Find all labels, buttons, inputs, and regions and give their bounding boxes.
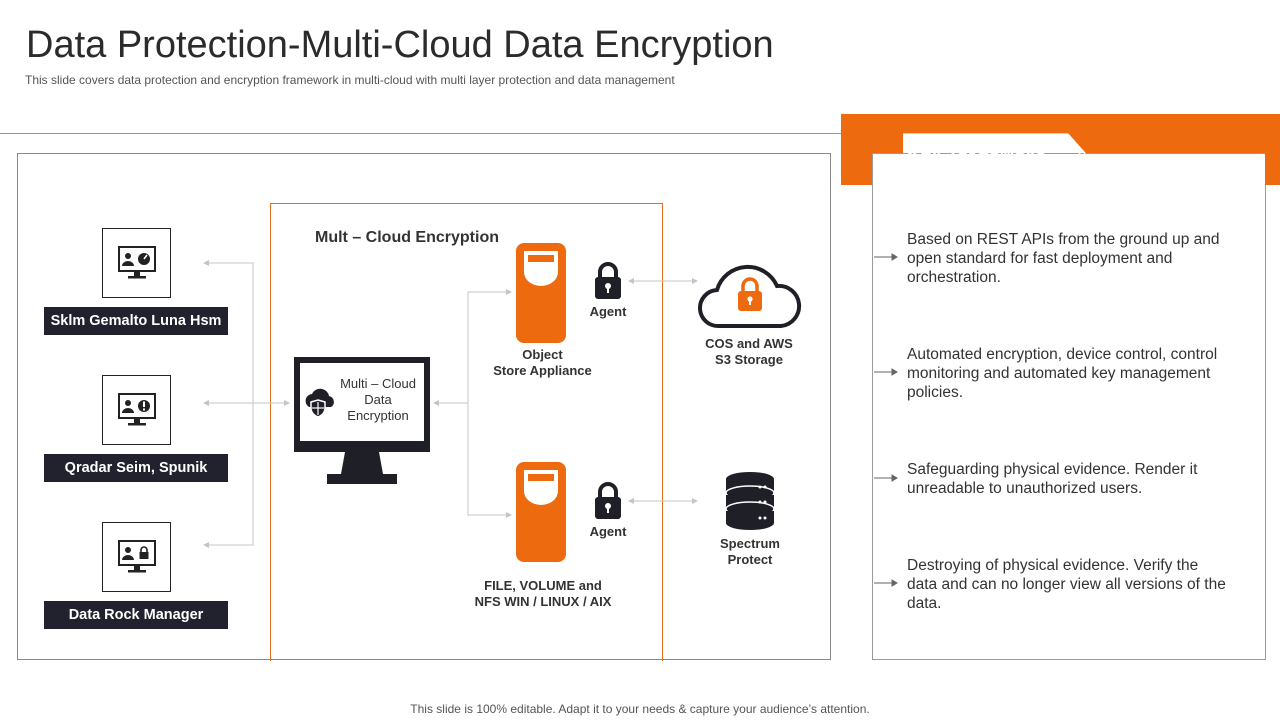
lock-icon-top — [595, 262, 621, 299]
cloud-storage-label: COS and AWS S3 Storage — [690, 336, 808, 368]
cloud-storage-label-line2: S3 Storage — [715, 352, 783, 367]
monitor-user-alert-icon — [102, 375, 171, 445]
monitor-user-lock-icon — [102, 522, 171, 592]
takeaways-title: Key Takeaways — [907, 143, 1047, 164]
lock-icon-bottom — [595, 482, 621, 519]
left-label-datarock: Data Rock Manager — [44, 601, 228, 629]
file-volume-label: FILE, VOLUME and NFS WIN / LINUX / AIX — [460, 578, 626, 610]
takeaway-item-1: Based on REST APIs from the ground up an… — [907, 231, 1220, 286]
database-icon — [725, 472, 775, 530]
left-label-sklm: Sklm Gemalto Luna Hsm — [44, 307, 228, 335]
server-icon-object-store — [516, 243, 566, 343]
header-divider — [0, 133, 841, 134]
takeaways-band-cutout — [841, 114, 1280, 185]
agent-label-top: Agent — [589, 304, 627, 319]
diagram-frame — [17, 153, 831, 660]
database-label-line2: Protect — [727, 552, 773, 567]
file-volume-label-line1: FILE, VOLUME and — [484, 578, 602, 593]
takeaways-tag-arrow — [1067, 140, 1081, 166]
footer-note: This slide is 100% editable. Adapt it to… — [410, 702, 870, 716]
database-label-line1: Spectrum — [720, 536, 780, 551]
left-label-qradar: Qradar Seim, Spunik — [44, 454, 228, 482]
cloud-storage-label-line1: COS and AWS — [705, 336, 793, 351]
database-label: Spectrum Protect — [700, 536, 800, 568]
takeaway-item-4: Destroying of physical evidence. Verify … — [907, 557, 1226, 612]
page-subtitle: This slide covers data protection and en… — [25, 73, 675, 87]
desktop-monitor-icon — [294, 357, 430, 484]
takeaways-panel — [872, 153, 1266, 660]
takeaway-item-3: Safeguarding physical evidence. Render i… — [907, 461, 1198, 497]
cloud-shield-icon — [305, 388, 334, 418]
object-store-label: Object Store Appliance — [480, 347, 605, 379]
object-store-label-line2: Store Appliance — [493, 363, 592, 378]
agent-label-bottom: Agent — [589, 524, 627, 539]
cloud-lock-icon — [697, 264, 802, 329]
multi-cloud-frame — [270, 203, 663, 661]
server-icon-file-volume — [516, 462, 566, 562]
takeaway-arrows — [874, 253, 898, 587]
monitor-text: Multi – Cloud Data Encryption — [340, 376, 416, 423]
multi-cloud-title: Mult – Cloud Encryption — [315, 229, 499, 246]
takeaway-item-2: Automated encryption, device control, co… — [907, 346, 1218, 401]
page-title: Data Protection-Multi-Cloud Data Encrypt… — [26, 24, 774, 66]
takeaways-tag-outline — [903, 133, 1086, 173]
object-store-label-line1: Object — [522, 347, 563, 362]
monitor-user-gauge-icon — [102, 228, 171, 298]
file-volume-label-line2: NFS WIN / LINUX / AIX — [474, 594, 612, 609]
